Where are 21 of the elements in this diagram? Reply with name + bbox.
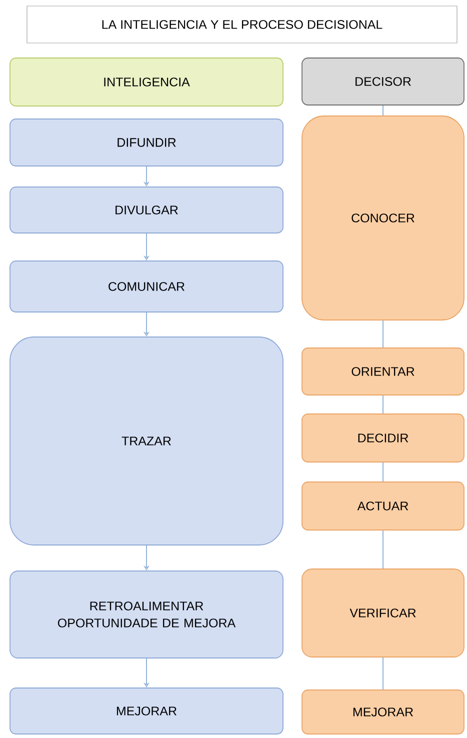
process-box: DIFUNDIR xyxy=(10,118,284,166)
connector-line xyxy=(382,104,384,116)
process-box: MEJORAR xyxy=(302,690,464,734)
connector-line xyxy=(382,320,384,348)
connector-line xyxy=(382,394,384,414)
process-box: TRAZAR xyxy=(10,336,284,546)
header-box: DECISOR xyxy=(302,58,464,106)
connector-line xyxy=(382,656,384,690)
connector-line xyxy=(382,462,384,482)
connector-line xyxy=(382,530,384,570)
title-box: LA INTELIGENCIA Y EL PROCESO DECISIONAL xyxy=(26,6,458,44)
process-box: ORIENTAR xyxy=(302,348,464,396)
process-box: COMUNICAR xyxy=(10,260,284,312)
process-box: CONOCER xyxy=(302,116,464,320)
process-box: DECIDIR xyxy=(302,414,464,462)
process-box: MEJORAR xyxy=(10,688,284,734)
process-box: RETROALIMENTAR OPORTUNIDADE DE MEJORA xyxy=(10,570,284,658)
process-box: VERIFICAR xyxy=(302,568,464,658)
process-box: DIVULGAR xyxy=(10,186,284,234)
process-box: ACTUAR xyxy=(302,482,464,530)
header-box: INTELIGENCIA xyxy=(10,58,284,106)
